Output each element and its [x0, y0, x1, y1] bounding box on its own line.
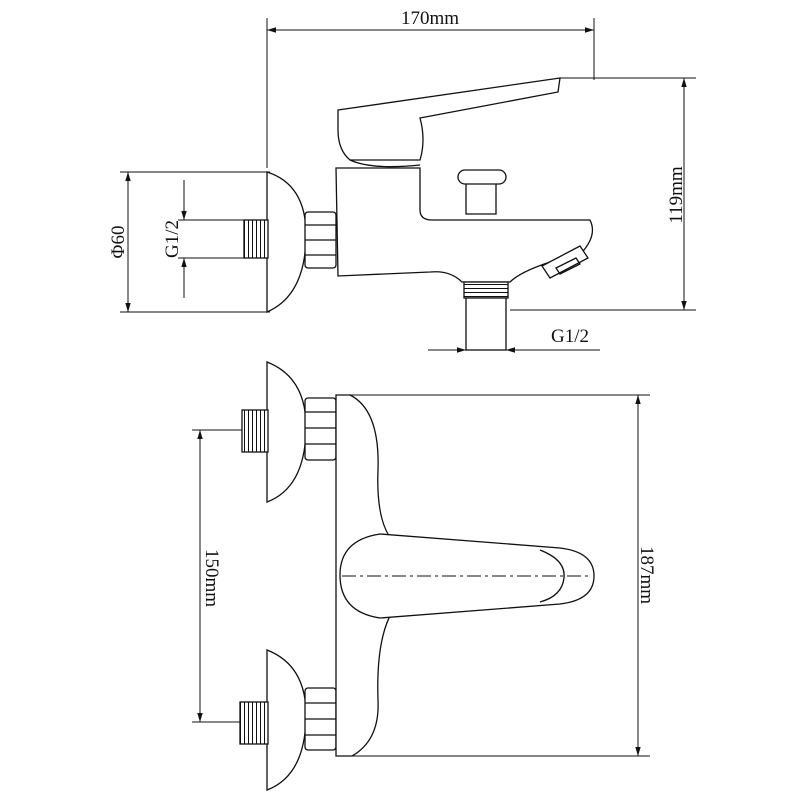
dimension-depth: 187mm: [340, 394, 657, 757]
side-view: 170mm 119mm Φ60 G1/2: [108, 8, 696, 353]
lever-handle-side: [337, 77, 561, 161]
dimension-depth-label: 187mm: [636, 546, 657, 604]
dimension-flange-diameter: Φ60: [108, 171, 270, 313]
shower-outlet-nozzle: [541, 245, 589, 279]
wall-flange-side: [266, 171, 307, 313]
dimension-height-label: 119mm: [666, 166, 687, 224]
diverter-knob: [457, 169, 507, 215]
lower-inlet-assembly: [239, 649, 337, 791]
dimension-width-label: 170mm: [401, 8, 459, 29]
hex-connector-side: [304, 211, 337, 269]
dimension-width: 170mm: [266, 8, 595, 168]
dimension-center-distance: 150mm: [192, 429, 244, 723]
dimension-inlet-label: G1/2: [162, 220, 183, 258]
outlet-thread-side: [463, 281, 509, 351]
inlet-thread-side: [243, 219, 269, 259]
dimension-height: 119mm: [510, 77, 696, 311]
dimension-outlet-thread: G1/2: [428, 326, 600, 353]
dimension-outlet-label: G1/2: [551, 326, 589, 347]
top-view: 150mm 187mm: [192, 361, 657, 791]
dimension-center-label: 150mm: [201, 549, 222, 607]
dimension-inlet-thread: G1/2: [162, 180, 244, 298]
dimension-flange-label: Φ60: [108, 226, 129, 259]
upper-inlet-assembly: [241, 361, 337, 503]
